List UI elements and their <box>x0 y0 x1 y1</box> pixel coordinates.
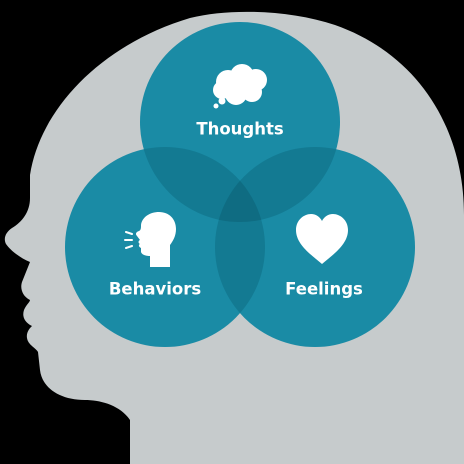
speaking-head-icon <box>124 212 176 267</box>
overlap-thoughts-feelings <box>215 147 340 222</box>
heart-icon <box>296 214 348 264</box>
overlap-thoughts-behaviors <box>140 147 265 222</box>
behaviors-label: Behaviors <box>109 280 202 299</box>
feelings-label: Feelings <box>285 280 363 299</box>
thought-bubble-icon <box>213 64 267 109</box>
thoughts-label: Thoughts <box>196 120 284 139</box>
